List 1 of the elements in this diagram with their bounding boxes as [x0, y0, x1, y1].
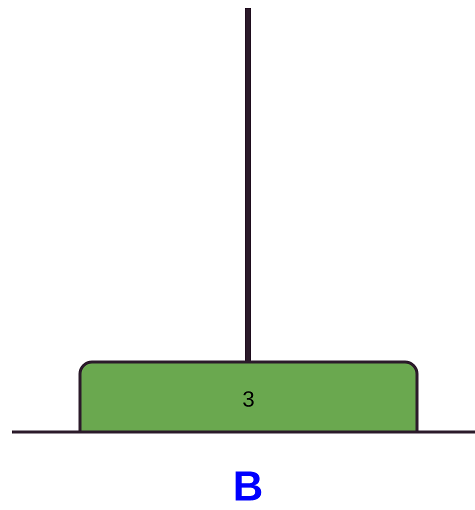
peg-label: B [236, 472, 262, 500]
